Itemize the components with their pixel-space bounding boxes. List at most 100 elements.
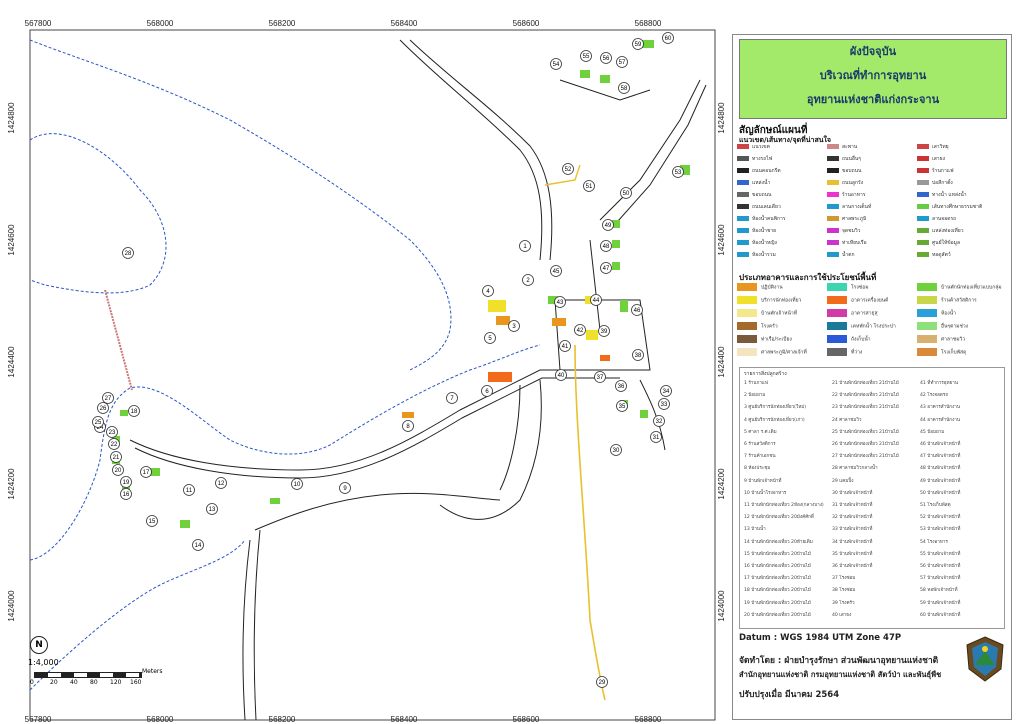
building-list-item: 32 บ้านพักเจ้าหน้าที่ (832, 515, 873, 521)
gravel-road (574, 344, 606, 701)
svg-text:30: 30 (613, 448, 620, 454)
legend-symbol-item: ทางรถไฟ (737, 155, 772, 163)
park-logo-icon (966, 636, 1004, 682)
building-list-item: 8 ห้องประชุม (744, 466, 771, 472)
building-list-item: 42 โรงจอดรถ (920, 393, 949, 399)
svg-text:13: 13 (209, 507, 216, 513)
updated: ปรับปรุงเมื่อ มีนาคม 2564 (739, 690, 840, 700)
title-box: ผังปัจจุบัน บริเวณที่ทำการอุทยาน อุทยานแ… (739, 39, 1007, 119)
svg-text:55: 55 (583, 54, 590, 60)
map-number-marker: 56 (600, 52, 612, 64)
bridge (104, 289, 133, 391)
legend-swatch (917, 180, 929, 185)
building-list-item: 6 ร้านสวัสดิการ (744, 442, 776, 447)
legend-swatch (917, 144, 929, 149)
map-number-marker: 11 (183, 484, 195, 496)
svg-text:31: 31 (653, 435, 660, 441)
svg-text:60: 60 (665, 36, 672, 42)
legend-swatch (737, 252, 749, 257)
map-number-marker: 31 (650, 431, 662, 443)
building-list-item: 36 บ้านพักเจ้าหน้าที่ (832, 564, 873, 569)
legend-symbol-item: น้ำตก (827, 251, 855, 259)
svg-text:5: 5 (488, 336, 492, 342)
building-list-item: 53 บ้านพักเจ้าหน้าที่ (920, 527, 961, 533)
legend-symbol-item: แหล่งน้ำ (737, 179, 770, 187)
svg-text:47: 47 (603, 266, 610, 272)
map-frame (29, 29, 716, 721)
grid-x-label: 568400 (391, 715, 418, 724)
landuse-item: ห้องน้ำ (917, 309, 956, 318)
legend-swatch (737, 216, 749, 221)
svg-text:14: 14 (195, 543, 202, 549)
svg-text:46: 46 (634, 308, 641, 314)
map-number-marker: 2 (522, 274, 534, 286)
legend-swatch (917, 228, 929, 233)
svg-text:8: 8 (406, 424, 410, 430)
landuse-swatch (917, 335, 937, 343)
svg-text:24: 24 (97, 425, 104, 431)
scale-ratio: 1:4,000 (28, 658, 59, 667)
grid-x-label: 568800 (635, 19, 662, 28)
building-list-item: 40 เสาธง (832, 612, 852, 618)
legend-symbol-item: บ่อสีกาตั้ง (917, 179, 953, 187)
legend-swatch (737, 168, 749, 173)
map-number-marker: 21 (110, 451, 122, 463)
svg-text:10: 10 (294, 482, 301, 488)
legend-symbol-item: จุดชมวิว (827, 227, 860, 235)
svg-text:34: 34 (663, 389, 670, 395)
legend-symbol-item: ร้านอาหาร (827, 191, 866, 199)
scale-tick: 80 (90, 679, 98, 686)
legend-symbol-item: เสาวิทยุ (917, 143, 949, 151)
grid-x-label: 568000 (147, 19, 174, 28)
map-number-marker: 10 (291, 478, 303, 490)
svg-text:15: 15 (149, 519, 156, 525)
building-list-item: 45 ป้อมยาม (920, 429, 945, 435)
legend-swatch (827, 240, 839, 245)
svg-text:7: 7 (450, 396, 454, 402)
map-number-marker: 45 (550, 265, 562, 277)
svg-text:35: 35 (619, 404, 626, 410)
legend-symbol-item: ถนนคอนกรีต (737, 167, 781, 175)
landuse-swatch (737, 283, 757, 291)
building-list-item: 16 บ้านพักนักท่องเที่ยว 20บ้านไม้ (744, 564, 811, 569)
landuse-item: อื่นๆตามช่วง (917, 322, 968, 331)
landuse-item: อาคารเครื่องยนต์ (827, 296, 888, 305)
building-list-item: 14 บ้านพักนักท่องเที่ยว 20ท้ายเดิม (744, 539, 813, 545)
building-list-item: 12 บ้านพักนักท่องเที่ยว 20ม้งค์ศักดิ์ (744, 515, 814, 521)
svg-text:3: 3 (512, 324, 516, 330)
map-number-marker: 33 (658, 398, 670, 410)
legend-symbols: แนวเขตสะพานเสาวิทยุทางรถไฟถนนอื่นๆเสาธงถ… (737, 143, 1009, 271)
legend-symbol-item: ศาลพระภูมิ (827, 215, 866, 223)
gravel-road-2 (544, 164, 581, 186)
map-number-marker: 22 (108, 438, 120, 450)
building-list-item: 57 บ้านพักเจ้าหน้าที่ (920, 576, 961, 582)
building-list-item: 27 บ้านพักนักท่องเที่ยว 21บ้านไม้ (832, 454, 899, 460)
building-list-item: 51 โรงเก็บพัสดุ (920, 503, 951, 508)
legend-swatch (827, 252, 839, 257)
building-list-item: 1 ร้านกาแฟ (744, 381, 769, 386)
legend-swatch (917, 240, 929, 245)
map-number-marker: 43 (554, 296, 566, 308)
landuse-swatch (737, 322, 757, 330)
legend-swatch (737, 228, 749, 233)
landuse-swatch (827, 309, 847, 317)
map-number-marker: 3 (508, 320, 520, 332)
building-list-item: 18 บ้านพักนักท่องเที่ยว 20บ้านไม้ (744, 588, 811, 594)
legend-swatch (827, 168, 839, 173)
building-list-item: 47 บ้านพักเจ้าหน้าที่ (920, 454, 961, 460)
legend-swatch (917, 216, 929, 221)
legend-symbol-item: เสาธง (917, 155, 945, 163)
map-number-marker: 28 (122, 247, 134, 259)
building-list-item: 17 บ้านพักนักท่องเที่ยว 20บ้านไม้ (744, 576, 811, 582)
grid-y-label: 1424200 (7, 468, 16, 500)
building-list-item: 5 ศาลา ร.ศ.เดิม (744, 429, 777, 435)
building-list-item: 20 บ้านพักนักท่องเที่ยว 20บ้านไม้ (744, 612, 811, 618)
map-number-marker: 26 (97, 402, 109, 414)
grid-y-label: 1424000 (717, 590, 726, 622)
legend-swatch (737, 156, 749, 161)
map-number-marker: 8 (402, 420, 414, 432)
legend-symbol-item: แนวเขต (737, 143, 770, 151)
